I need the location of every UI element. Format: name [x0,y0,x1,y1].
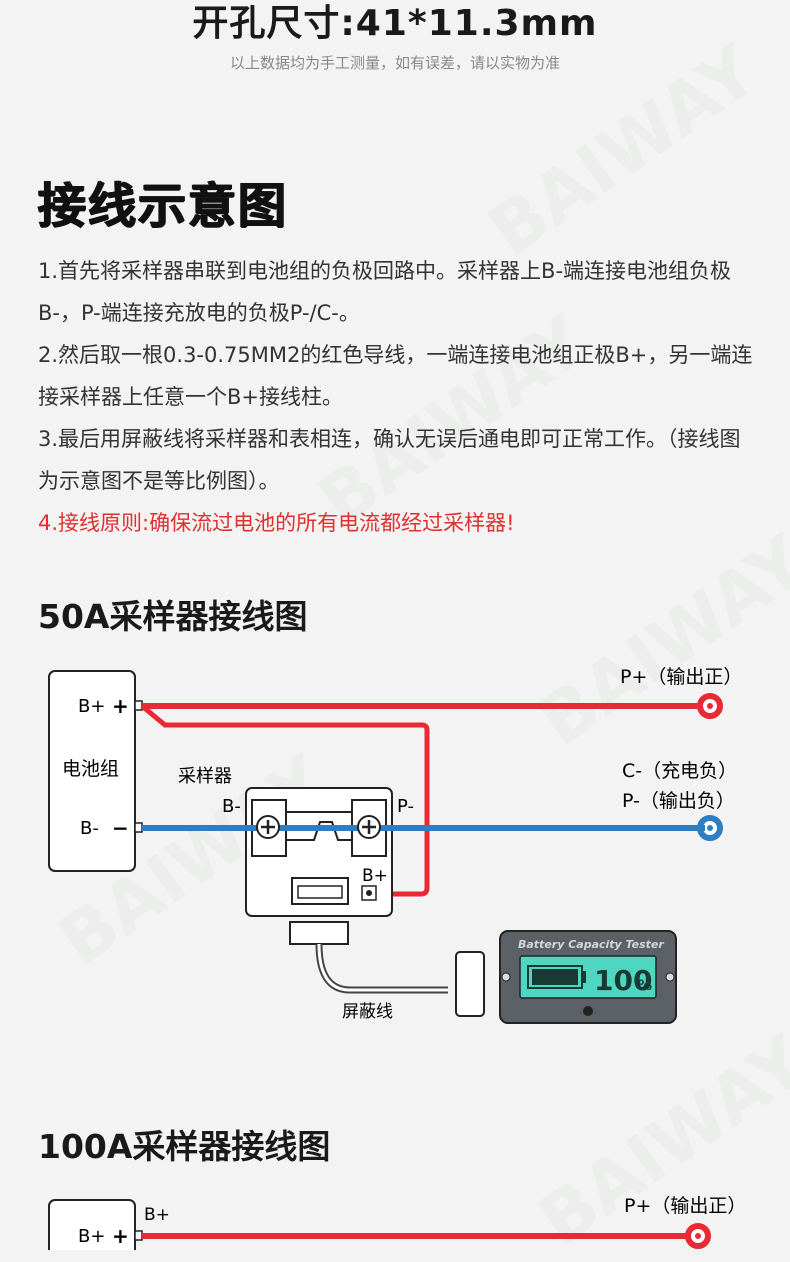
battery-plus-sign: + [112,694,129,718]
output-negative-label: P-（输出负） [622,790,735,812]
positive-output-label: P+（输出正） [620,666,742,688]
positive-output-label: P+（输出正） [624,1195,746,1217]
sampler-bplus-label: B+ [362,866,388,886]
wire-bplus-label: B+ [144,1205,170,1225]
battery-plus-sign: + [112,1224,129,1248]
diagram-50a: B+ + 电池组 B- − 采样器 B- P- B+ 屏蔽线 Battery C… [48,666,742,1024]
instruction-step-1: 1.首先将采样器串联到电池组的负极回路中。采样器上B-端连接电池组负极B-，P-… [38,259,732,325]
measurement-note: 以上数据均为手工测量，如有误差，请以实物为准 [229,54,560,72]
cutout-size-title: 开孔尺寸:41*11.3mm [192,3,598,44]
battery-positive-terminal [134,700,143,711]
meter-unit: % [638,978,652,994]
sampler-label: 采样器 [178,766,232,787]
meter-value: 100 [594,964,652,997]
sampler-bminus-label: B- [222,796,241,817]
instruction-step-2: 2.然后取一根0.3-0.75MM2的红色导线，一端连接电池组正极B+，另一端连… [38,343,753,409]
instruction-step-3: 3.最后用屏蔽线将采样器和表相连，确认无误后通电即可正常工作。（接线图为示意图不… [38,427,741,493]
sampler-pminus-label: P- [397,796,414,817]
battery-bplus-label: B+ [78,696,105,717]
battery-box [48,670,136,872]
battery-bminus-label: B- [80,818,99,839]
shield-cable-label: 屏蔽线 [342,1002,393,1022]
wiring-section-title: 接线示意图 [38,178,289,234]
diagram-100a-title: 100A采样器接线图 [38,1127,331,1166]
diagram-50a-title: 50A采样器接线图 [38,597,308,636]
bplus-sense-wire [140,704,430,897]
cable-plug [289,921,349,945]
battery-minus-sign: − [112,816,129,840]
battery-bplus-label: B+ [78,1226,105,1247]
battery-label: 电池组 [62,758,119,780]
meter-title: Battery Capacity Tester [518,938,664,951]
charge-negative-label: C-（充电负） [622,760,737,782]
battery-negative-terminal [134,822,143,833]
shield-cable [315,943,448,994]
diagram-100a: B+ + B+ P+（输出正） [48,1195,746,1250]
sampler-connector [291,877,349,905]
meter-button [583,1006,593,1016]
instruction-principle: 4.接线原则:确保流过电池的所有电流都经过采样器! [38,511,515,535]
meter-connector [455,951,485,1017]
